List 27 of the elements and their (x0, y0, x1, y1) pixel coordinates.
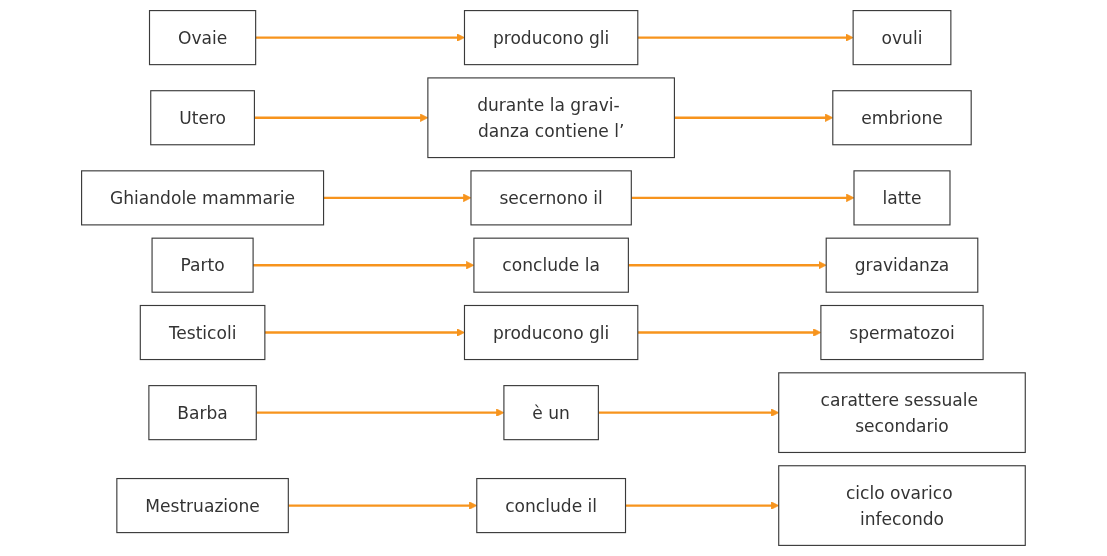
node-box: latte (853, 170, 951, 226)
node-box: Ovaie (149, 10, 257, 66)
node-box: ovuli (852, 10, 952, 66)
node-box: conclude la (473, 237, 629, 293)
node-box: durante la gravi- danza contiene l’ (427, 77, 676, 159)
node-box: Ghiandole mammarie (81, 170, 325, 226)
node-box: gravidanza (825, 237, 979, 293)
node-box: è un (503, 385, 599, 441)
node-box: producono gli (464, 10, 639, 66)
node-box: Parto (151, 237, 254, 293)
node-box: secernono il (470, 170, 632, 226)
node-box: Utero (150, 90, 256, 146)
arrow (628, 261, 827, 270)
arrow (264, 328, 465, 337)
node-box: Mestruazione (116, 478, 289, 534)
node-box: carattere sessuale secondario (778, 372, 1026, 454)
arrow (637, 33, 854, 42)
arrow (323, 193, 472, 203)
arrow (255, 33, 465, 42)
node-box: conclude il (476, 478, 627, 534)
node-box: embrione (832, 90, 972, 146)
node-box: producono gli (464, 304, 639, 361)
node-box: Testicoli (139, 304, 266, 361)
node-box: Barba (148, 385, 257, 441)
node-box: spermatozoi (820, 304, 984, 361)
arrow (631, 193, 855, 203)
node-box: ciclo ovarico infecondo (778, 465, 1026, 546)
